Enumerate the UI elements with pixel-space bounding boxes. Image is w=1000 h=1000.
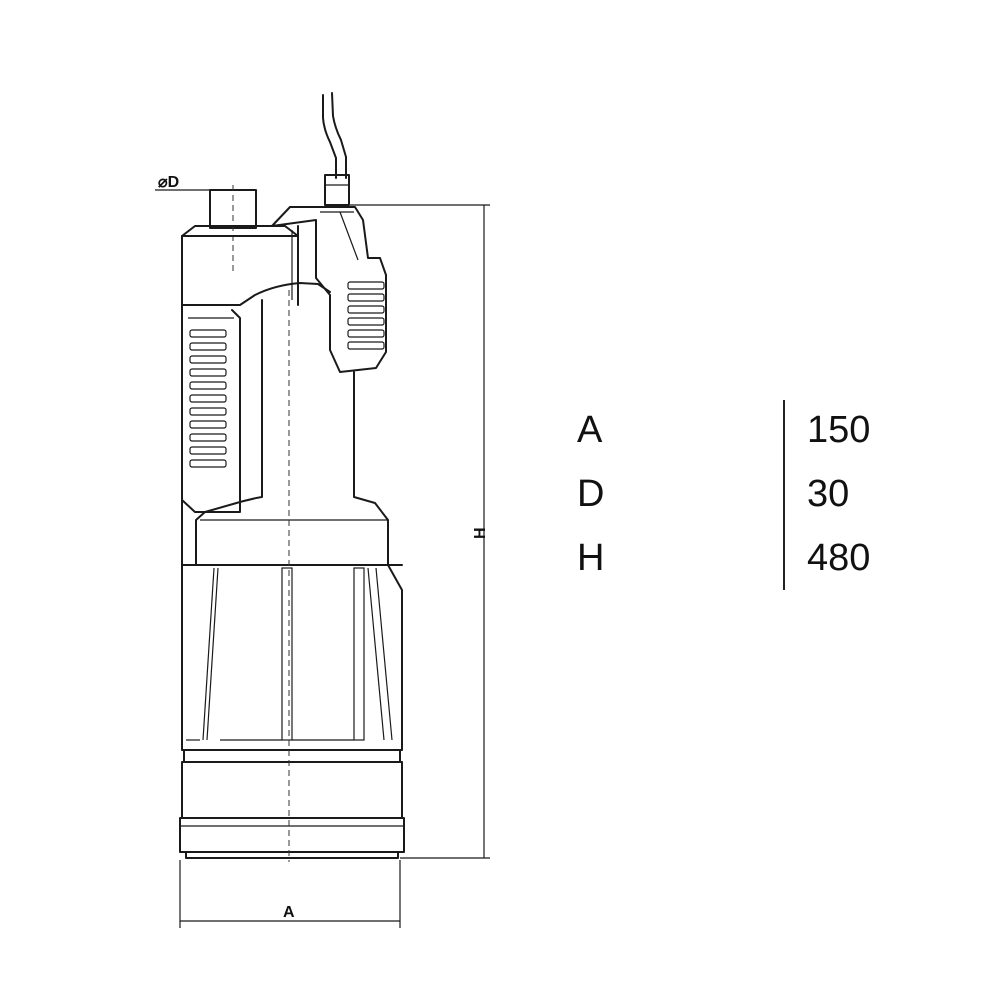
dimension-value: 30	[807, 473, 850, 515]
height-label: H	[472, 527, 489, 539]
dimension-value: 150	[807, 409, 871, 451]
diameter-label: ⌀D	[158, 174, 179, 191]
table-row: A 150	[575, 400, 915, 460]
motor-body	[181, 299, 403, 566]
dimension-key: A	[577, 409, 603, 451]
dimension-key: H	[577, 537, 605, 579]
diameter-dimension: ⌀D	[155, 174, 210, 191]
dimension-value: 480	[807, 537, 871, 579]
width-dimension: A	[179, 860, 401, 928]
height-dimension: H	[350, 204, 490, 859]
dimension-key: D	[577, 473, 605, 515]
dimensions-table: A 150 D 30 H 480	[575, 400, 915, 595]
table-divider	[783, 400, 785, 590]
power-cable	[322, 92, 350, 206]
table-row: H 480	[575, 528, 915, 588]
filter-cage	[181, 499, 403, 751]
vent-slots-left	[189, 329, 227, 468]
outlet-pipe	[209, 185, 257, 275]
pump-base	[179, 749, 405, 859]
width-label: A	[283, 904, 295, 921]
vent-slots-right	[347, 281, 385, 350]
pump-head	[181, 206, 387, 373]
table-row: D 30	[575, 464, 915, 524]
handle-panel	[181, 304, 241, 513]
